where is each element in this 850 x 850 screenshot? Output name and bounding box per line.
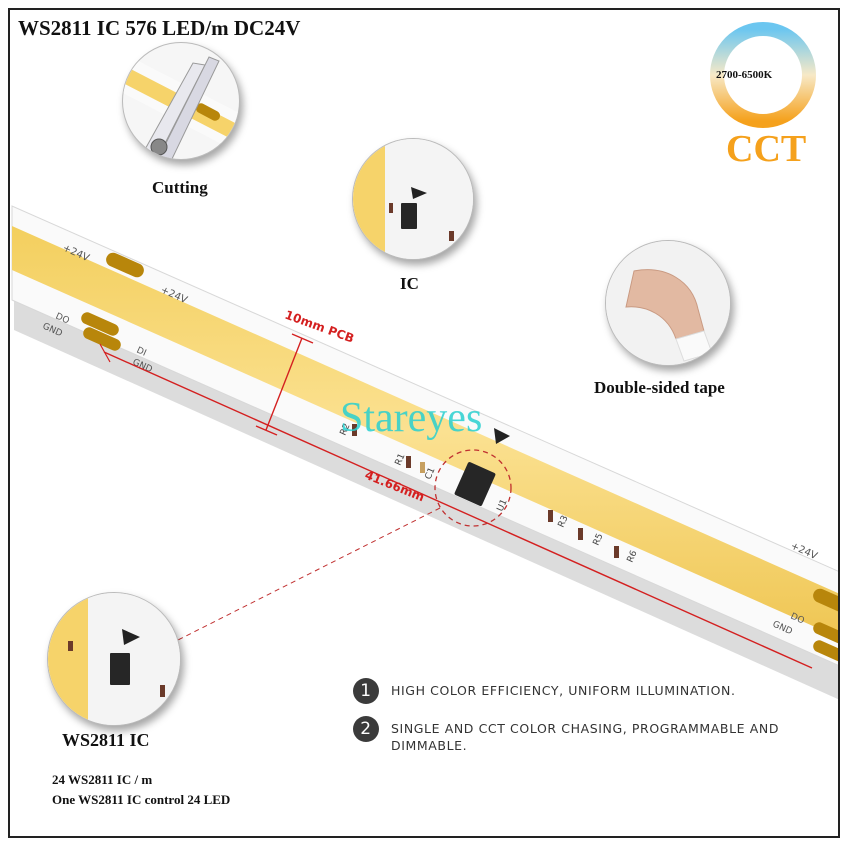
image-frame (8, 8, 840, 838)
label-r3: R3 (557, 514, 571, 529)
pad-gnd-left (83, 327, 121, 351)
feature-item-1: 1 HIGH COLOR EFFICIENCY, UNIFORM ILLUMIN… (353, 678, 791, 704)
ic-highlight-circle (434, 449, 512, 527)
ws2811-detail-arrow-icon (122, 629, 140, 645)
ic-detail-circle (352, 138, 474, 260)
ic-leader-line (177, 507, 441, 641)
label-c1: C1 (424, 466, 438, 481)
cct-label: CCT (726, 128, 807, 170)
pad-do-right (813, 622, 838, 646)
label-r5: R5 (592, 532, 606, 547)
ic-detail-arrow-icon (411, 187, 427, 199)
feature-number-2: 2 (353, 716, 379, 742)
label-di-left: DI (135, 346, 148, 359)
feature-number-1: 1 (353, 678, 379, 704)
cutting-detail-circle (122, 42, 240, 160)
label-u1: U1 (496, 498, 510, 513)
pad-24v-left (106, 252, 144, 278)
tape-detail-circle (605, 240, 731, 366)
ws2811-label: WS2811 IC (62, 730, 150, 750)
label-r1: R1 (394, 452, 408, 467)
feature-text-1: HIGH COLOR EFFICIENCY, UNIFORM ILLUMINAT… (391, 683, 736, 698)
cct-range-label: 2700-6500K (716, 69, 773, 81)
resistor-r3 (548, 510, 553, 522)
cutting-detail-image (123, 53, 239, 159)
watermark-text: Stareyes (340, 395, 483, 441)
ic-chip-u1 (454, 462, 496, 506)
feature-text-2: SINGLE AND CCT COLOR CHASING, PROGRAMMAB… (391, 721, 780, 753)
feature-item-2: 2 SINGLE AND CCT COLOR CHASING, PROGRAMM… (353, 716, 791, 754)
tape-detail-image (606, 241, 730, 365)
resistor-r6 (614, 546, 619, 558)
tape-label: Double-sided tape (594, 378, 725, 397)
pad-do-left (81, 312, 119, 336)
direction-arrow-icon (494, 428, 510, 444)
cct-ring-icon (710, 22, 816, 128)
resistor-r5 (578, 528, 583, 540)
dimension-tick-length-left (99, 343, 111, 363)
strip-led-band (12, 226, 838, 638)
dimension-tick-pcb-top (291, 333, 314, 344)
resistor-r2 (352, 424, 357, 436)
label-r2: R2 (339, 422, 353, 437)
capacitor-c1 (420, 462, 425, 473)
pad-24v-right (813, 588, 838, 614)
ic-label: IC (400, 274, 419, 293)
product-title: WS2811 IC 576 LED/m DC24V (18, 16, 301, 40)
cutting-label: Cutting (152, 178, 208, 197)
dimension-line-length (103, 351, 813, 669)
ic-detail-image (353, 139, 473, 259)
dimension-tick-pcb-bottom (255, 425, 278, 436)
dimension-line-pcb (265, 337, 303, 431)
ws2811-detail-circle (47, 592, 181, 726)
spec-line-2: One WS2811 IC control 24 LED (52, 792, 231, 807)
pad-gnd-right (813, 640, 838, 664)
ws2811-detail-image (48, 593, 180, 725)
label-r6: R6 (626, 549, 640, 564)
resistor-r1 (406, 456, 411, 468)
spec-line-1: 24 WS2811 IC / m (52, 772, 153, 787)
